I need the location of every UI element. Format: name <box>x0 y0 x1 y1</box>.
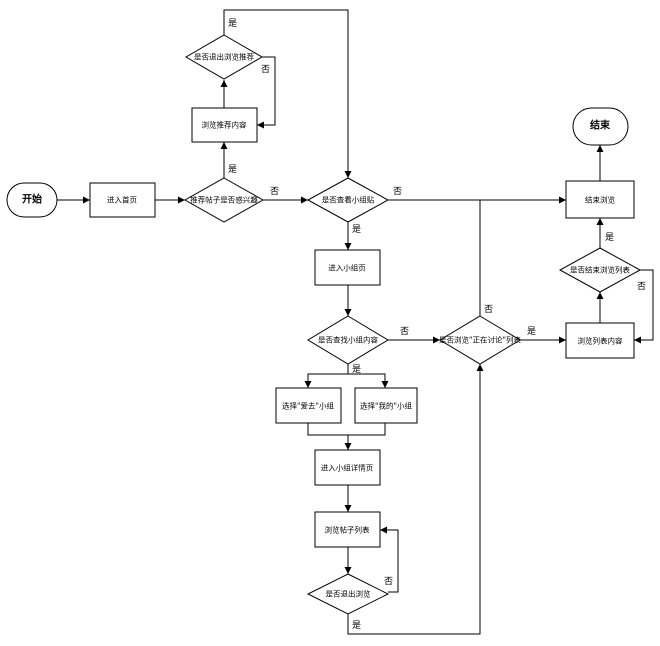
node-browse-discussing: 是否浏览"正在讨论"列表 <box>439 315 521 365</box>
label-find-yes: 是 <box>352 364 361 375</box>
edge-love-merge <box>307 423 348 436</box>
node-view-group-post-label: 是否查看小组贴 <box>322 195 375 205</box>
label-endlist-yes: 是 <box>605 232 614 243</box>
edge-find-yes-left <box>304 362 349 388</box>
label-exit-rec-yes: 是 <box>228 18 237 29</box>
node-find-group-label: 是否查找小组内容 <box>318 335 378 345</box>
node-start: 开始 <box>6 182 58 218</box>
label-endlist-no: 否 <box>637 281 646 292</box>
label-discussing-yes: 是 <box>527 326 536 337</box>
edge-mine-merge <box>348 423 386 436</box>
edge-endlist-no-loop <box>634 269 654 344</box>
node-find-group: 是否查找小组内容 <box>307 315 389 365</box>
node-browse-posts-label: 浏览帖子列表 <box>325 525 370 535</box>
node-post-interest-label: 推荐帖子是否感兴趣 <box>190 195 258 205</box>
label-exit-rec-no: 否 <box>261 64 270 75</box>
node-group-detail: 进入小组详情页 <box>314 449 381 486</box>
label-interest-yes: 是 <box>228 164 237 175</box>
node-browse-posts: 浏览帖子列表 <box>314 511 381 548</box>
edge-labels: 是 否 是 否 否 是 否 是 否 是 是 否 否 是 <box>228 18 646 631</box>
node-browse-rec-label: 浏览推荐内容 <box>202 120 247 130</box>
node-end-browse-label: 结束浏览 <box>585 195 615 205</box>
edge-exit-browse-yes <box>347 364 484 635</box>
label-find-no: 否 <box>400 326 409 337</box>
node-start-label: 开始 <box>22 193 42 206</box>
node-end-label: 结束 <box>590 119 611 132</box>
edge-exit-browse-no <box>380 526 399 593</box>
label-view-group-no: 否 <box>393 186 402 197</box>
node-select-love-label: 选择"爱去"小组 <box>282 401 334 411</box>
node-browse-rec: 浏览推荐内容 <box>191 107 258 143</box>
node-browse-list: 浏览列表内容 <box>565 322 635 359</box>
node-end-browse: 结束浏览 <box>565 180 635 219</box>
node-select-mine-label: 选择"我的"小组 <box>360 401 412 411</box>
node-end: 结束 <box>572 107 629 146</box>
node-post-interest: 推荐帖子是否感兴趣 <box>183 177 265 223</box>
edge-exit-no-loop <box>257 56 276 129</box>
label-exit-browse-no: 否 <box>384 576 393 587</box>
node-select-mine: 选择"我的"小组 <box>354 387 418 424</box>
node-end-list: 是否结束浏览列表 <box>558 247 642 293</box>
node-enter-group: 进入小组页 <box>314 249 381 286</box>
node-exit-browse-label: 是否退出浏览 <box>326 589 371 599</box>
node-exit-browse: 是否退出浏览 <box>306 573 390 615</box>
node-view-group-post: 是否查看小组贴 <box>306 177 390 223</box>
label-view-group-yes: 是 <box>352 224 361 235</box>
node-exit-rec-label: 是否退出浏览推荐 <box>194 52 254 62</box>
node-enter-group-label: 进入小组页 <box>328 263 366 273</box>
node-home-label: 进入首页 <box>107 195 137 205</box>
label-interest-no: 否 <box>270 186 279 197</box>
node-end-list-label: 是否结束浏览列表 <box>570 265 630 275</box>
node-browse-discussing-label: 是否浏览"正在讨论"列表 <box>439 335 521 345</box>
label-exit-browse-yes: 是 <box>352 620 361 631</box>
node-exit-rec: 是否退出浏览推荐 <box>185 34 263 80</box>
node-browse-list-label: 浏览列表内容 <box>578 336 623 346</box>
edges <box>57 9 654 635</box>
node-select-love: 选择"爱去"小组 <box>275 387 342 424</box>
node-group-detail-label: 进入小组详情页 <box>321 463 374 473</box>
node-home: 进入首页 <box>89 182 156 218</box>
label-discussing-no: 否 <box>484 304 493 315</box>
edge-find-yes-right <box>348 373 389 388</box>
edge-exit-yes-up <box>223 9 352 178</box>
